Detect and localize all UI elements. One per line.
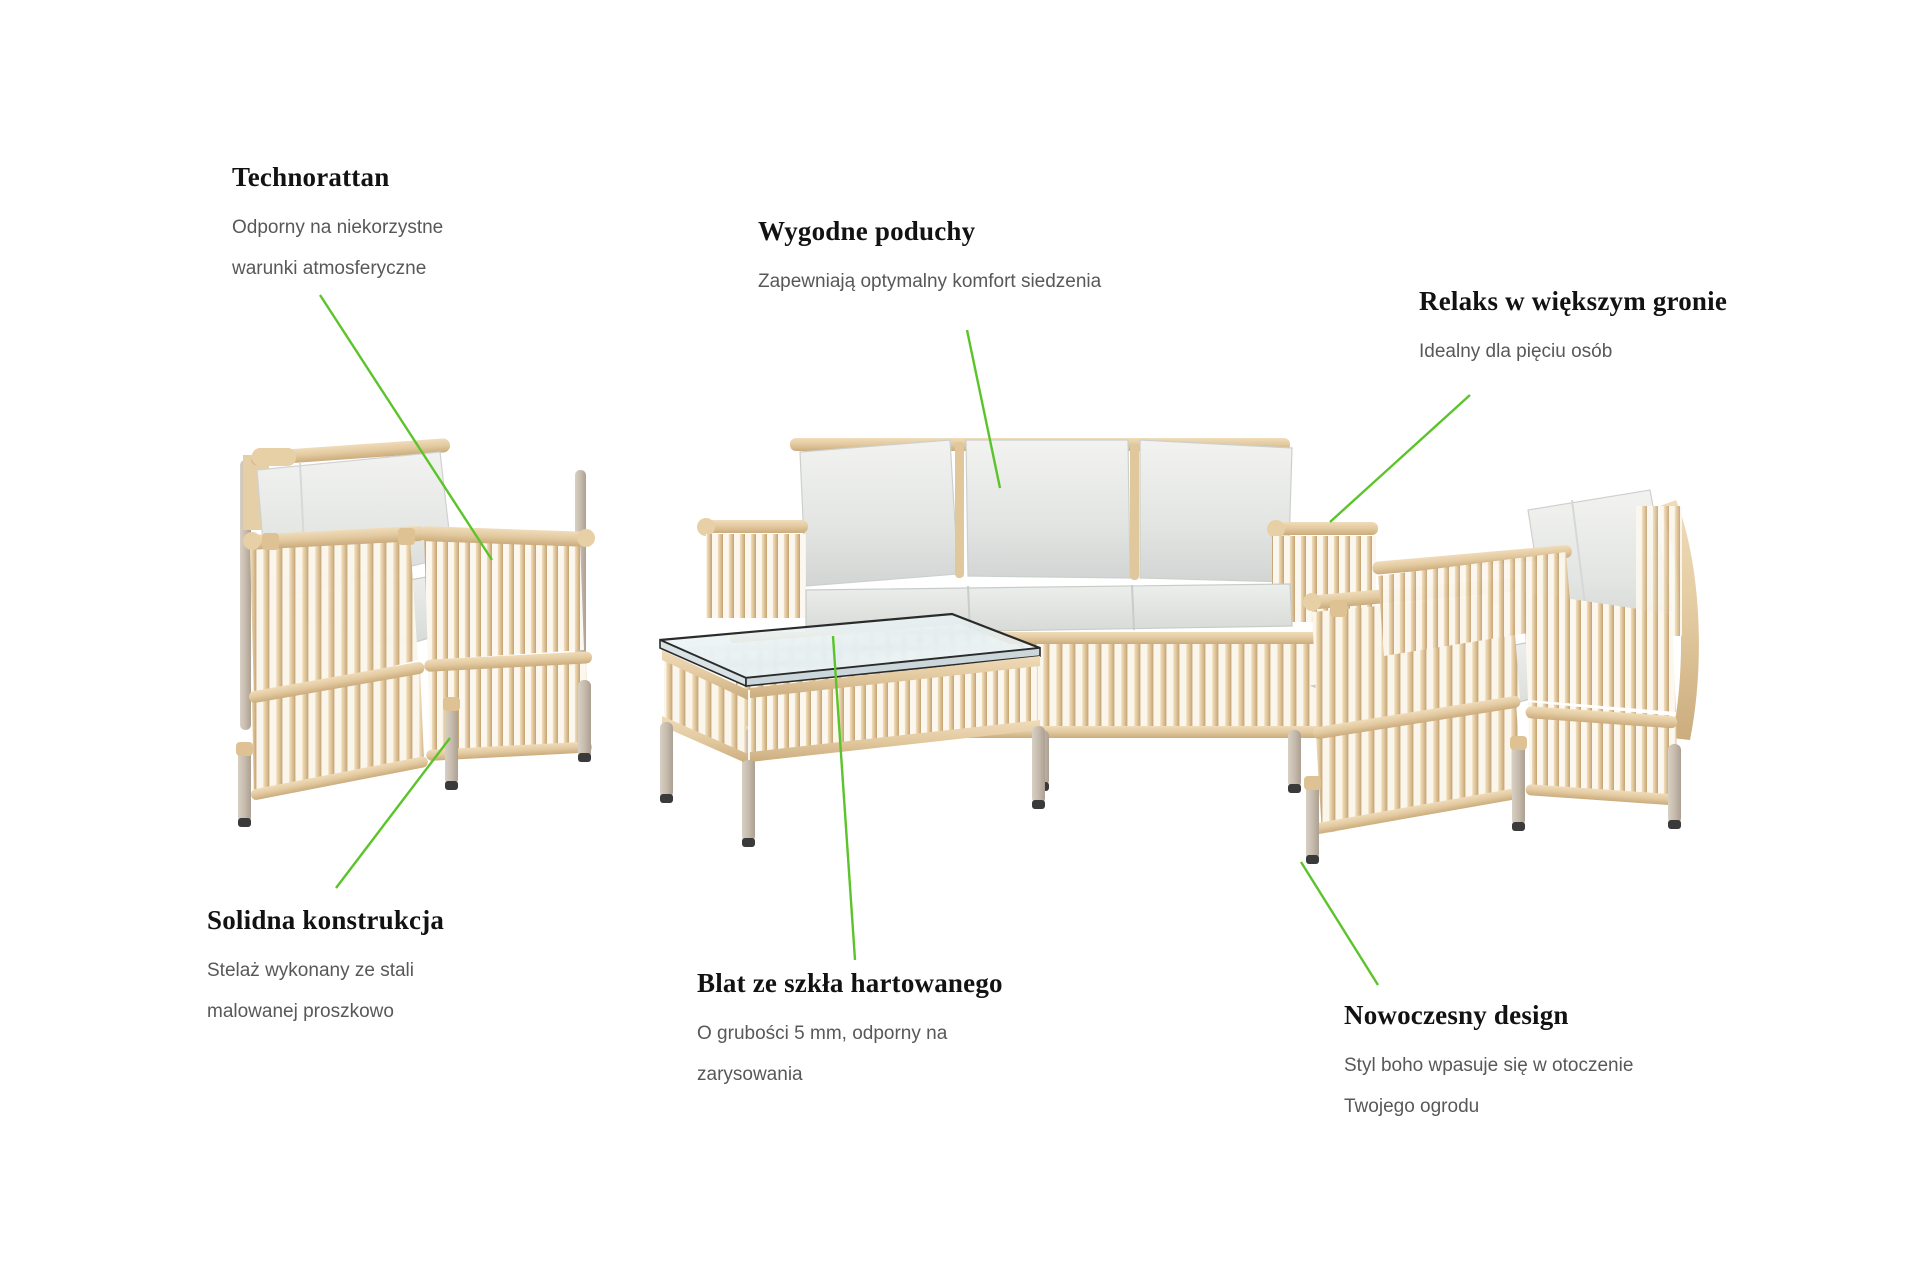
callout-title-technorattan: Technorattan	[232, 162, 390, 192]
callout-desc-line: Styl boho wpasuje się w otoczenie	[1344, 1055, 1634, 1076]
callout-desc-line: Odporny na niekorzystne	[232, 217, 444, 238]
callout-desc-konstrukcja: Stelaż wykonany ze stali malowanej prosz…	[207, 950, 444, 1032]
callout-poduchy: Wygodne poduchy Zapewniają optymalny kom…	[758, 216, 1101, 302]
callout-desc-line: warunki atmosferyczne	[232, 258, 427, 279]
right-armchair-leg	[1306, 780, 1319, 860]
callout-title-poduchy: Wygodne poduchy	[758, 216, 976, 246]
right-armchair	[1303, 489, 1699, 864]
callout-desc-line: O grubości 5 mm, odporny na	[697, 1023, 948, 1044]
callout-title-design: Nowoczesny design	[1344, 1000, 1569, 1030]
callout-desc-line: Twojego ogrodu	[1344, 1096, 1480, 1117]
callout-desc-line: Stelaż wykonany ze stali	[207, 960, 414, 981]
left-armchair	[236, 438, 595, 827]
callout-title-blat: Blat ze szkła hartowanego	[697, 968, 1003, 998]
sofa-right-armrest	[1268, 522, 1378, 535]
coffee-table	[659, 612, 1045, 847]
sofa-back-cushion-2	[965, 439, 1131, 579]
sofa-back-cushion-1	[799, 439, 959, 587]
callout-desc-design: Styl boho wpasuje się w otoczenie Twojeg…	[1344, 1045, 1633, 1127]
callout-desc-line: Idealny dla pięciu osób	[1419, 341, 1613, 362]
callout-desc-relaks: Idealny dla pięciu osób	[1419, 331, 1727, 372]
callout-desc-line: Zapewniają optymalny komfort siedzenia	[758, 271, 1102, 292]
callout-blat: Blat ze szkła hartowanego O grubości 5 m…	[697, 968, 1003, 1095]
callout-desc-line: zarysowania	[697, 1064, 803, 1085]
callout-desc-technorattan: Odporny na niekorzystne warunki atmosfer…	[232, 207, 443, 289]
callout-desc-line: malowanej proszkowo	[207, 1001, 394, 1022]
callout-title-konstrukcja: Solidna konstrukcja	[207, 905, 445, 935]
sofa-back-cushion-3	[1139, 439, 1293, 583]
callout-design: Nowoczesny design Styl boho wpasuje się …	[1344, 1000, 1633, 1127]
callout-desc-poduchy: Zapewniają optymalny komfort siedzenia	[758, 261, 1101, 302]
callout-desc-blat: O grubości 5 mm, odporny na zarysowania	[697, 1013, 1003, 1095]
callout-title-relaks: Relaks w większym gronie	[1419, 286, 1728, 316]
callout-technorattan: Technorattan Odporny na niekorzystne war…	[232, 162, 443, 289]
callout-konstrukcja: Solidna konstrukcja Stelaż wykonany ze s…	[207, 905, 444, 1032]
callout-relaks: Relaks w większym gronie Idealny dla pię…	[1419, 286, 1727, 372]
